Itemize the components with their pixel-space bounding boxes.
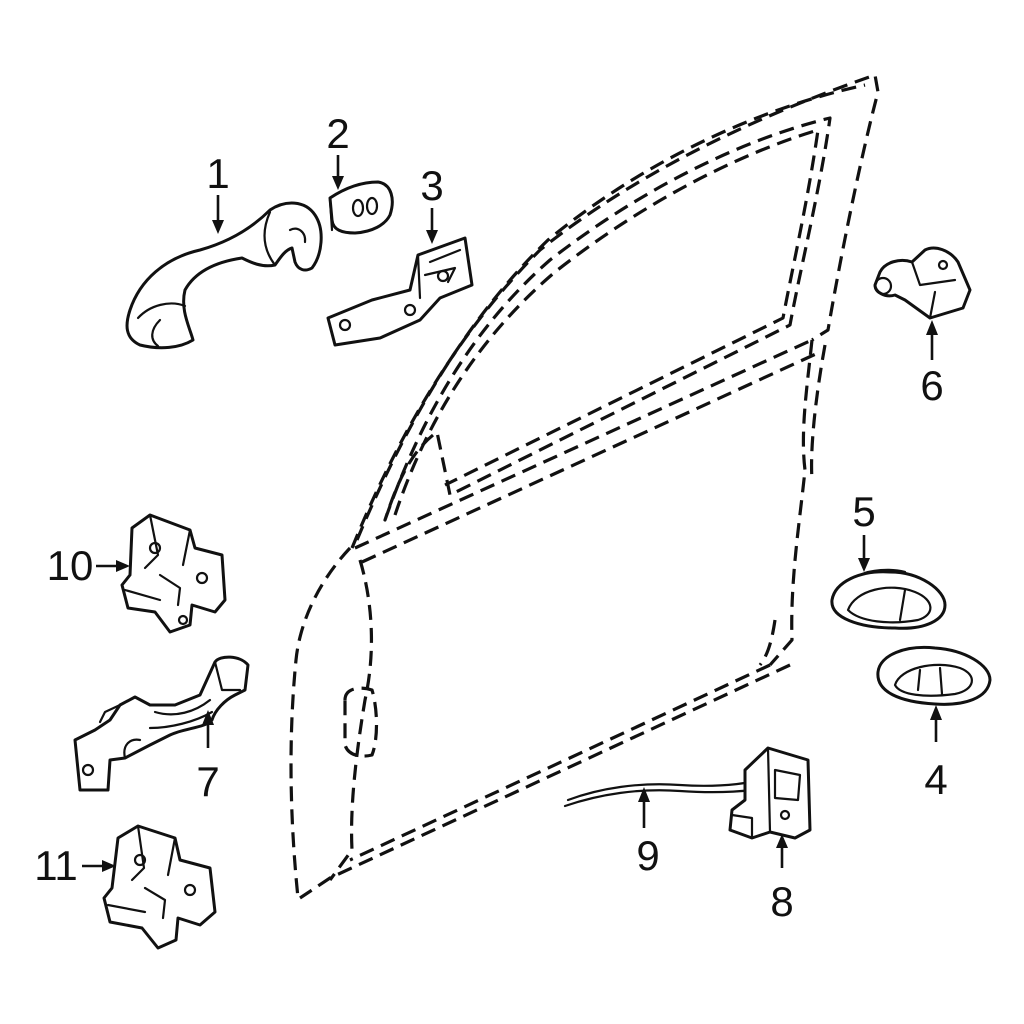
- handle-bracket-part: [326, 236, 474, 347]
- lock-rod-part: [563, 780, 754, 808]
- callout-8: 8: [770, 878, 793, 925]
- callout-3: 3: [420, 162, 443, 209]
- callout-6: 6: [920, 362, 943, 409]
- handle-cap-part: [328, 180, 394, 235]
- callout-9: 9: [636, 832, 659, 879]
- door-check-part: [73, 655, 250, 792]
- upper-hinge-part: [120, 513, 227, 634]
- inside-handle-lower-part: [876, 645, 992, 706]
- callout-4: 4: [924, 756, 947, 803]
- striker-part: [873, 246, 972, 320]
- lower-hinge-part: [102, 824, 217, 950]
- inside-handle-upper-part: [830, 568, 947, 630]
- callout-11: 11: [34, 842, 78, 889]
- callout-7: 7: [196, 758, 219, 805]
- callout-5: 5: [852, 488, 875, 535]
- door-shell-outline: [289, 73, 880, 900]
- door-latch-part: [728, 746, 812, 840]
- callout-1: 1: [206, 150, 229, 197]
- callout-10: 10: [47, 542, 94, 589]
- outside-handle-part: [125, 201, 323, 350]
- callout-labels: 1 2 3 6 5 4 10 7 11 9 8: [34, 110, 947, 925]
- callout-2: 2: [326, 110, 349, 157]
- callout-arrows: [82, 155, 942, 872]
